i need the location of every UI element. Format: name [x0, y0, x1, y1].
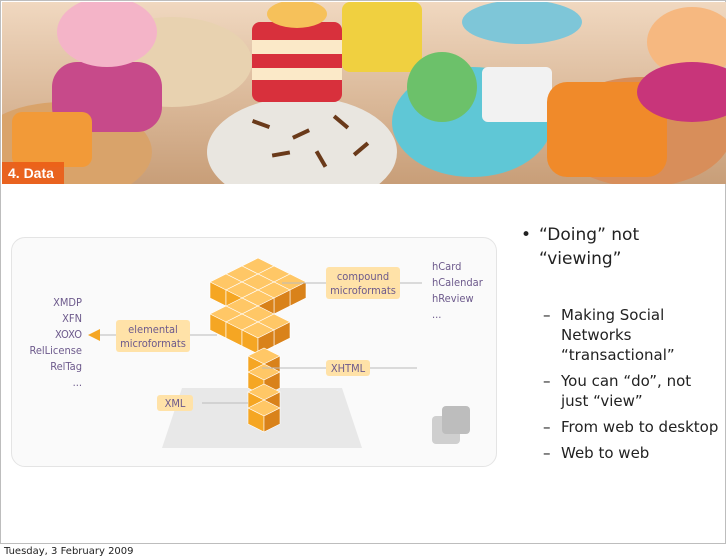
compound-label-2: microformats — [330, 284, 396, 297]
stack-logo-icon — [432, 406, 470, 444]
xml-label: XML — [165, 397, 186, 410]
cube-stack — [209, 257, 307, 433]
sub-bullet: From web to desktop — [519, 417, 719, 437]
bullet-main: “Doing” not “viewing” — [519, 223, 719, 271]
left-item: XFN — [62, 312, 82, 325]
elemental-label-2: microformats — [120, 337, 186, 350]
cupcakes-banner-image: 4. Data — [2, 2, 726, 184]
footer-date: Tuesday, 3 February 2009 — [4, 546, 134, 557]
left-item: RelLicense — [29, 344, 82, 357]
left-item: ... — [73, 376, 82, 389]
right-item: ... — [432, 308, 441, 321]
section-label: 4. Data — [2, 162, 64, 184]
elemental-label: elemental — [128, 323, 178, 336]
slide: 4. Data XMDP — [0, 0, 726, 544]
left-item: XOXO — [55, 328, 82, 341]
sub-bullet: You can “do”, not just “view” — [519, 371, 719, 411]
cube-face — [263, 407, 281, 433]
sub-bullet: Web to web — [519, 443, 719, 463]
right-item: hCard — [432, 260, 461, 273]
right-item: hReview — [432, 292, 474, 305]
sub-bullet-list: Making Social Networks “transactional” Y… — [519, 305, 719, 463]
bullet-list: “Doing” not “viewing” Making Social Netw… — [519, 223, 719, 469]
left-item: RelTag — [50, 360, 82, 373]
left-item: XMDP — [53, 296, 82, 309]
microformats-diagram: XMDP XFN XOXO RelLicense RelTag ... elem… — [11, 237, 497, 467]
right-item: hCalendar — [432, 276, 484, 289]
cube-face — [257, 329, 275, 355]
xhtml-label: XHTML — [331, 362, 366, 375]
sub-bullet: Making Social Networks “transactional” — [519, 305, 719, 365]
compound-label: compound — [337, 270, 389, 283]
